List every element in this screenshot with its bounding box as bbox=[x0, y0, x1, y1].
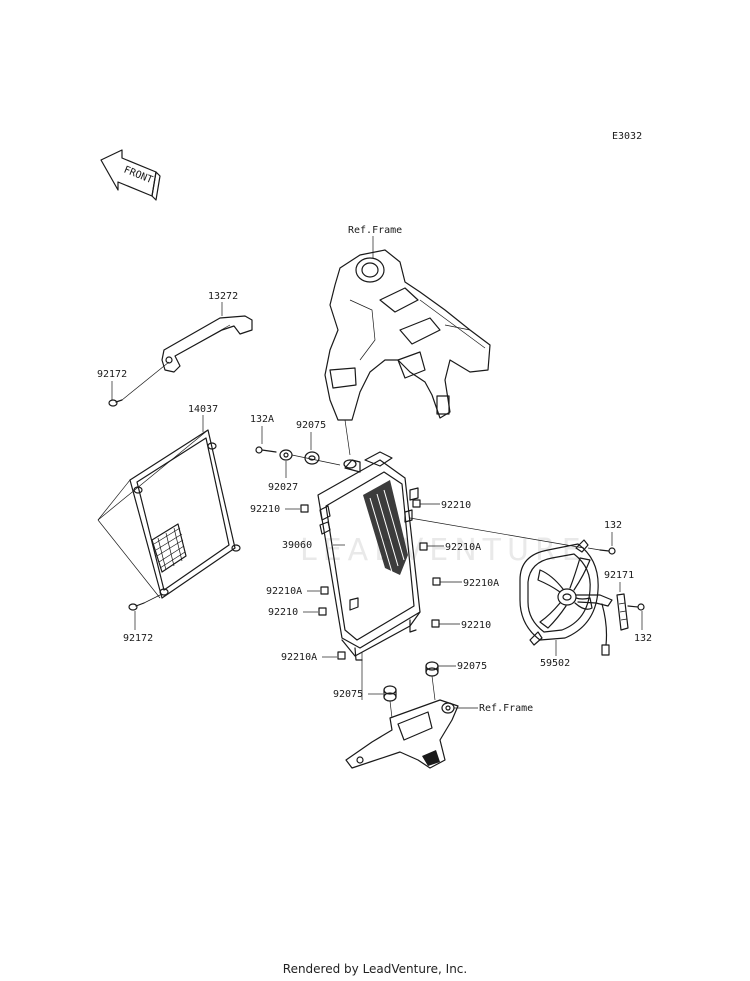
label-ref-frame-top: Ref.Frame bbox=[348, 225, 402, 236]
collar-92027 bbox=[279, 449, 293, 461]
clip-92171 bbox=[616, 593, 629, 631]
nut-92210-l2 bbox=[318, 607, 327, 616]
nut-92210A-r1 bbox=[419, 542, 428, 551]
label-132-bottom: 132 bbox=[634, 633, 652, 644]
bolt-92172-top bbox=[108, 399, 123, 407]
label-92027: 92027 bbox=[268, 482, 298, 493]
grommet-92075-left bbox=[383, 685, 397, 702]
label-92210A-l2: 92210A bbox=[281, 652, 317, 663]
nut-92210-r2 bbox=[431, 619, 440, 628]
fan-59502 bbox=[519, 539, 613, 656]
label-132A: 132A bbox=[250, 414, 274, 425]
bolt-132-bottom bbox=[627, 603, 645, 611]
screen-mesh bbox=[153, 527, 186, 571]
lower-frame-bracket bbox=[345, 699, 459, 769]
watermark: LEADVENTURE bbox=[300, 533, 587, 568]
label-92075-left: 92075 bbox=[333, 689, 363, 700]
label-92172-top: 92172 bbox=[97, 369, 127, 380]
label-92075-right: 92075 bbox=[457, 661, 487, 672]
nut-92210-l1 bbox=[300, 504, 309, 513]
label-13272: 13272 bbox=[208, 291, 238, 302]
front-arrow-icon: FRONT bbox=[100, 149, 161, 201]
bolt-132-top bbox=[599, 547, 616, 555]
label-92210-r2: 92210 bbox=[461, 620, 491, 631]
radiator-core bbox=[363, 480, 408, 575]
label-ref-frame-bottom: Ref.Frame bbox=[479, 703, 533, 714]
label-92210A-l1: 92210A bbox=[266, 586, 302, 597]
label-92210-r1: 92210 bbox=[441, 500, 471, 511]
front-label: FRONT bbox=[122, 165, 154, 186]
label-92210A-r1: 92210A bbox=[445, 542, 481, 553]
radiator-39060 bbox=[317, 451, 421, 661]
footer-credit: Rendered by LeadVenture, Inc. bbox=[282, 962, 468, 976]
label-132-top: 132 bbox=[604, 520, 622, 531]
label-92210-l1: 92210 bbox=[250, 504, 280, 515]
bolt-92172-bottom bbox=[128, 602, 145, 611]
nut-92210A-l2 bbox=[337, 651, 346, 660]
label-92210-l2: 92210 bbox=[268, 607, 298, 618]
label-39060: 39060 bbox=[282, 540, 312, 551]
label-92171: 92171 bbox=[604, 570, 634, 581]
nut-92210-r1 bbox=[412, 499, 421, 508]
label-92210A-r2: 92210A bbox=[463, 578, 499, 589]
grommet-92075-right bbox=[425, 661, 439, 677]
label-59502: 59502 bbox=[540, 658, 570, 669]
diagram-code: E3032 bbox=[612, 131, 642, 142]
bracket-13272 bbox=[161, 315, 253, 373]
label-92075-top: 92075 bbox=[296, 420, 326, 431]
nut-92210A-l1 bbox=[320, 586, 329, 595]
nut-92210A-r2 bbox=[432, 577, 441, 586]
screen-14037 bbox=[129, 429, 241, 599]
label-92172-bottom: 92172 bbox=[123, 633, 153, 644]
frame-section bbox=[324, 249, 491, 421]
bolt-132A bbox=[255, 446, 277, 454]
label-14037: 14037 bbox=[188, 404, 218, 415]
